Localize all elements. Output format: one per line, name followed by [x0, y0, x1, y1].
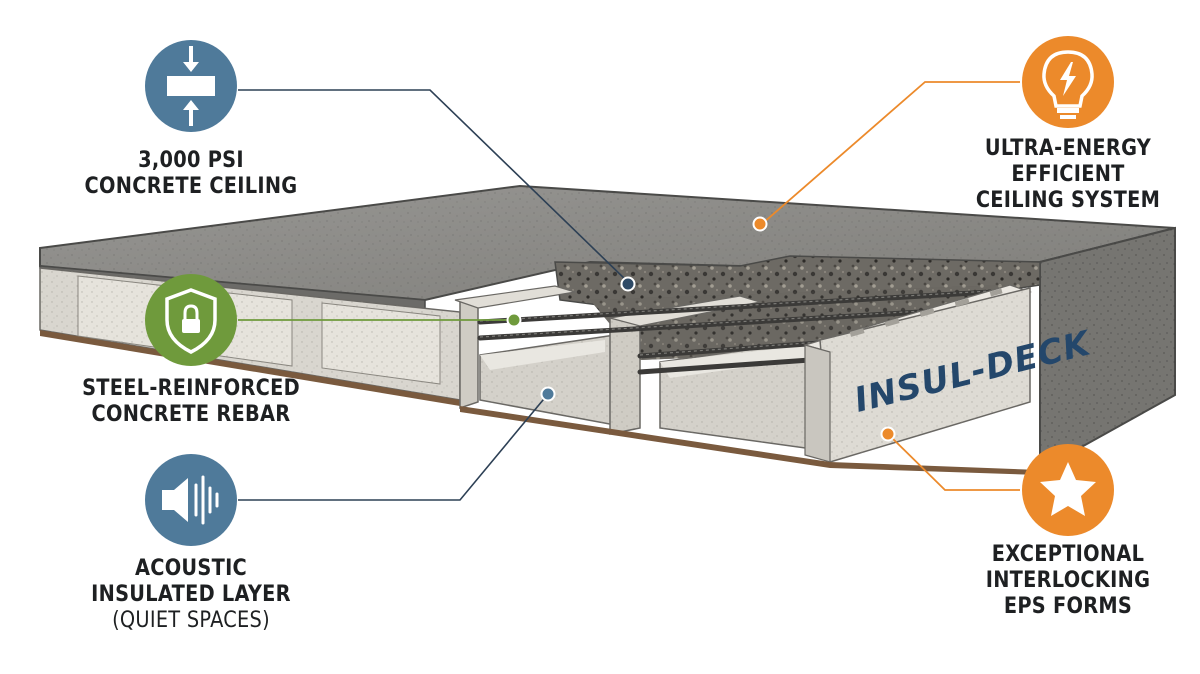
label-line: ULTRA-ENERGY	[984, 136, 1152, 161]
dot-acoustic-layer	[540, 386, 556, 402]
label-line: CONCRETE CEILING	[84, 174, 298, 199]
compression-icon	[145, 40, 237, 132]
eps-channel-floor-1	[480, 340, 605, 370]
star-icon	[1022, 444, 1114, 536]
concrete-slab-top-texture	[40, 186, 1175, 300]
rebar-4	[637, 357, 813, 375]
eps-panel-3-tex	[322, 303, 440, 384]
label-line: CEILING SYSTEM	[975, 188, 1161, 213]
label-concrete-ceiling: 3,000 PSI CONCRETE CEILING	[76, 148, 307, 200]
rebar-1	[477, 289, 993, 325]
shield-lock-icon	[145, 274, 237, 366]
rebar-2	[477, 305, 993, 341]
leader-concrete-ceiling	[238, 89, 629, 283]
label-acoustic-layer: ACOUSTIC INSULATED LAYER (QUIET SPACES)	[85, 556, 298, 634]
leader-energy-efficient	[761, 81, 1020, 225]
eps-rail-slots	[849, 288, 1003, 337]
label-steel-rebar: STEEL-REINFORCED CONCRETE REBAR	[58, 376, 324, 428]
base-strip-left	[40, 330, 460, 406]
lightbulb-bolt-icon	[1022, 36, 1114, 128]
label-line: 3,000 PSI	[138, 148, 244, 173]
base-strip-right	[830, 462, 1040, 475]
label-line: ACOUSTIC	[134, 556, 248, 581]
base-strip-center	[460, 406, 830, 468]
label-line: INSULATED LAYER	[91, 582, 291, 607]
eps-rib-1	[459, 297, 479, 410]
concrete-block-right-texture	[1040, 228, 1175, 470]
eps-form-right-tex	[820, 288, 1030, 462]
dot-steel-rebar	[506, 312, 522, 328]
dot-eps-forms	[880, 426, 896, 442]
label-subline: (QUIET SPACES)	[112, 608, 270, 633]
label-line: EXCEPTIONAL	[991, 542, 1145, 567]
dot-concrete-ceiling	[620, 276, 636, 292]
label-line: STEEL-REINFORCED	[82, 376, 300, 401]
rebar-2-hl	[479, 306, 991, 338]
speaker-sound-icon	[145, 454, 237, 546]
leader-eps-forms	[887, 433, 1020, 491]
rebar-1-hl	[479, 290, 991, 322]
concrete-slab-edge	[39, 248, 426, 311]
label-energy-efficient: ULTRA-ENERGY EFFICIENT CEILING SYSTEM	[971, 136, 1165, 214]
label-line: CONCRETE REBAR	[91, 402, 291, 427]
eps-rib-2-tex	[610, 312, 640, 434]
leader-acoustic-layer	[238, 393, 549, 501]
label-line: INTERLOCKING	[985, 568, 1151, 593]
label-line: EPS FORMS	[1003, 594, 1133, 619]
label-eps-forms: EXCEPTIONAL INTERLOCKING EPS FORMS	[971, 542, 1165, 620]
eps-form-right-end	[804, 344, 831, 463]
label-line: EFFICIENT	[1011, 162, 1125, 187]
eps-rail-1	[454, 285, 576, 309]
dot-energy-efficient	[752, 216, 768, 232]
